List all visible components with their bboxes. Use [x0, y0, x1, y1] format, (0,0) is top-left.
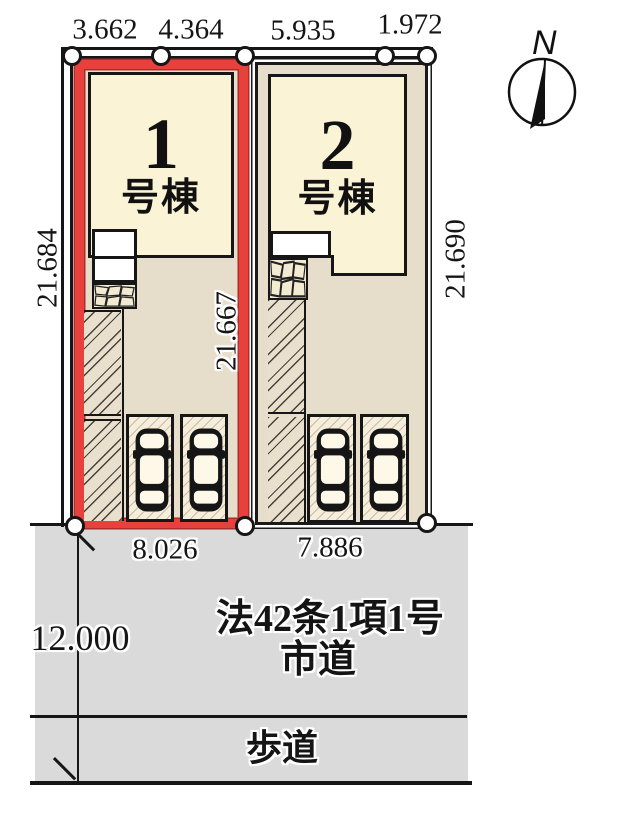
road-area [35, 526, 468, 784]
lot-1-entrance-porch [92, 229, 137, 283]
compass-icon: N [507, 24, 577, 129]
lot-2-side-hatch-lower [268, 417, 304, 522]
survey-point-marker [62, 46, 82, 66]
survey-point-marker [375, 46, 395, 66]
dim-bottom-lot1: 8.026 [132, 533, 198, 566]
lot-1-porch-step-line [95, 256, 134, 259]
lot-1-building-suffix: 号棟 [120, 177, 201, 220]
lot-1-parking-stall-1 [126, 414, 174, 522]
lot-2-entrance-porch [270, 231, 331, 258]
road-sidewalk-divider-line [30, 715, 467, 718]
dim-top-1: 3.662 [72, 13, 138, 46]
compass-north-letter: N [532, 24, 557, 62]
lot-2-parking-stall-1 [307, 414, 356, 523]
lot-2-stone-approach [268, 258, 308, 300]
dim-right: 21.690 [439, 219, 472, 299]
stone-path-texture [270, 260, 306, 298]
dim-left: 21.684 [31, 228, 64, 308]
dim-top-4: 1.972 [377, 8, 443, 41]
lot-2-driveway-divider-line [303, 300, 306, 522]
lot-2-side-hatch-upper [268, 300, 304, 414]
lot-1-parking-stall-2 [180, 414, 228, 522]
car-icon [314, 428, 352, 512]
lot-1-driveway-divider-line [121, 308, 124, 521]
lot-1-stone-approach [92, 283, 137, 309]
stone-path-texture [94, 285, 135, 307]
survey-point-marker [235, 46, 255, 66]
dim-top-2: 4.364 [158, 13, 224, 46]
lot-2-parking-stall-2 [360, 414, 409, 523]
lot-2-building-number: 2 [319, 104, 356, 185]
dim-lot1-depth: 21.667 [210, 291, 243, 371]
dim-top-3: 5.935 [270, 14, 336, 47]
car-icon [367, 428, 405, 512]
survey-point-marker [65, 516, 85, 536]
lot-1-building-number: 1 [143, 103, 179, 184]
right-boundary-line-outer [428, 47, 431, 525]
sidewalk-outer-line [30, 781, 472, 785]
lot-2: 2 号棟 [255, 62, 428, 525]
left-boundary-line-inner [70, 47, 73, 527]
dim-road-width: 12.000 [30, 618, 130, 658]
survey-point-marker [235, 516, 255, 536]
lot-2-building-extension [331, 255, 407, 276]
lot-1-side-hatch-upper [84, 310, 121, 416]
lot-1: 1 号棟 [75, 60, 248, 528]
road-classification-line1: 法42条1項1号 [215, 598, 445, 640]
survey-point-marker [151, 46, 171, 66]
survey-point-marker [417, 46, 437, 66]
lot-2-building-suffix: 号棟 [297, 178, 378, 221]
car-icon [187, 428, 225, 512]
lot-2-building: 2 号棟 [268, 74, 407, 258]
sidewalk-label: 歩道 [245, 728, 319, 768]
dim-bottom-lot2: 7.886 [297, 531, 363, 564]
left-boundary-line-outer [61, 47, 64, 527]
road-width-dimension-line [77, 527, 79, 782]
lot-1-building: 1 号棟 [88, 72, 234, 258]
road-classification-line2: 市道 [279, 639, 357, 681]
car-icon [133, 428, 171, 512]
survey-point-marker [417, 513, 437, 533]
lot-1-side-hatch-lower [84, 419, 121, 521]
